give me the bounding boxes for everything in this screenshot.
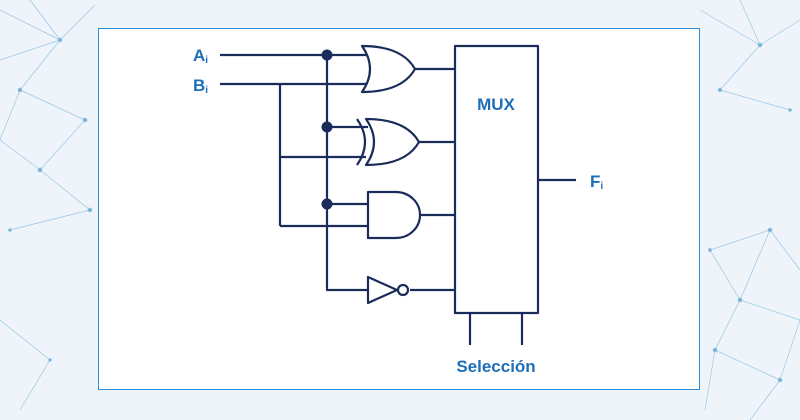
and-gate bbox=[366, 190, 422, 240]
not-bubble bbox=[396, 283, 410, 297]
junctions bbox=[321, 49, 333, 210]
xor-gate bbox=[364, 117, 421, 167]
junction-dot bbox=[321, 49, 333, 61]
input-b-label: Bi bbox=[193, 76, 208, 96]
select-label: Selección bbox=[456, 357, 535, 376]
or-gate bbox=[360, 44, 417, 94]
mux-block bbox=[453, 44, 540, 315]
junction-dot bbox=[321, 198, 333, 210]
xor-extra-curve bbox=[356, 118, 367, 166]
not-gate bbox=[366, 275, 399, 305]
junction-dot bbox=[321, 121, 333, 133]
output-f-label: Fi bbox=[590, 172, 603, 192]
mux-label: MUX bbox=[477, 95, 515, 114]
input-a-label: Ai bbox=[193, 46, 208, 66]
wire-a-bus bbox=[325, 55, 368, 292]
